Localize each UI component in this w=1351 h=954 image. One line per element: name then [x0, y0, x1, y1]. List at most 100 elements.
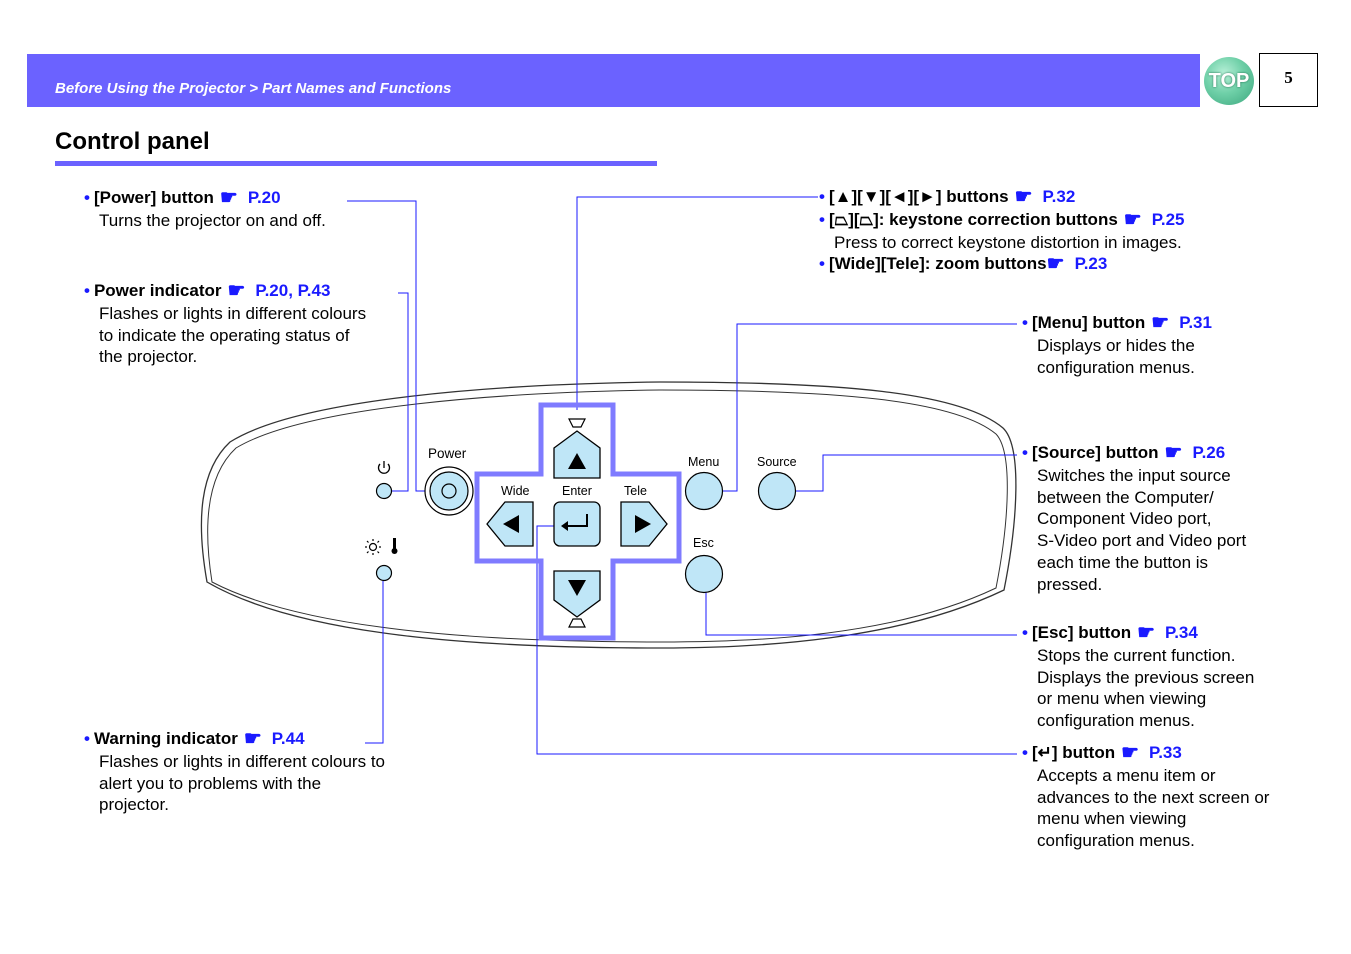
leader-enter-button: [536, 525, 1017, 755]
menu-button-desc-1: configuration menus.: [1037, 357, 1195, 377]
keystone-buttons-ref-link[interactable]: P.25: [1151, 209, 1185, 229]
esc-button-desc-2: or menu when viewing: [1037, 689, 1207, 709]
source-button-desc-4: each time the button is: [1037, 552, 1209, 572]
bullet: •: [1022, 313, 1028, 332]
lamp-warning-icon: [365, 539, 381, 555]
esc-button-item: •[Esc] button ☛ P.34 Stops the current fun…: [1022, 622, 1254, 732]
power-indicator-ref-link[interactable]: P.20, P.43: [255, 281, 331, 300]
panel-body-outline: [200, 381, 1017, 649]
source-button-item: •[Source] button☛P.26 Switches the input…: [1022, 442, 1246, 596]
warning-indicator-desc-2: projector.: [99, 795, 169, 815]
enter-button-desc-1: advances to the next screen or: [1037, 787, 1270, 807]
page-number-box: 5: [1259, 53, 1318, 107]
pointing-hand-icon: ☛: [1014, 186, 1033, 208]
power-symbol-icon: [377, 461, 391, 474]
dpad-highlight-frame: [474, 402, 682, 641]
pointing-hand-icon: ☛: [227, 280, 246, 302]
power-indicator-lamp: [375, 482, 393, 500]
esc-button-ref-link[interactable]: P.34: [1165, 623, 1198, 642]
esc-button: [684, 554, 724, 594]
enter-button-desc-3: configuration menus.: [1037, 831, 1195, 851]
power-button-item: •[Power] button☛P.20 Turns the projector…: [84, 187, 326, 232]
keystone-up-icon: [568, 418, 586, 428]
esc-button-desc-3: configuration menus.: [1037, 711, 1195, 731]
pointing-hand-icon: ☛: [1121, 742, 1140, 764]
leader-arrow-buttons: [576, 196, 818, 410]
bullet: •: [819, 254, 825, 274]
power-button-title: [Power] button: [93, 188, 214, 207]
esc-label: Esc: [693, 536, 714, 550]
breadcrumb: Before Using the Projector > Part Names …: [55, 80, 452, 97]
wide-label: Wide: [501, 484, 530, 498]
enter-button-desc-2: menu when viewing: [1037, 809, 1187, 829]
power-indicator-desc-2: the projector.: [99, 347, 198, 367]
source-button-desc-0: Switches the input source: [1037, 465, 1231, 485]
right-arrow-button: [620, 501, 668, 547]
menu-button-title: [Menu] button: [1031, 313, 1146, 332]
zoom-buttons-ref-link[interactable]: P.23: [1074, 254, 1108, 274]
warning-indicator-title: Warning indicator: [93, 729, 238, 748]
source-button-title: [Source] button: [1031, 443, 1159, 462]
power-button: [429, 471, 469, 511]
enter-button: [553, 501, 601, 547]
arrow-keystone-zoom-group: •[▲][▼][◄][►] buttons☛P.32 •[⏢][⏢]: keys…: [819, 186, 1185, 276]
bullet: •: [84, 188, 90, 207]
leader-source-button: [795, 454, 1017, 492]
menu-button-item: •[Menu] button ☛ P.31 Displays or hides th…: [1022, 312, 1212, 378]
warning-indicator-desc-0: Flashes or lights in different colours t…: [99, 751, 385, 771]
esc-button-desc-1: Displays the previous screen: [1037, 667, 1255, 687]
power-button-ref-link[interactable]: P.20: [247, 188, 281, 207]
panel-body-inner: [207, 389, 1008, 643]
arrow-buttons-ref-link[interactable]: P.32: [1042, 187, 1076, 206]
pointing-hand-icon: ☛: [1046, 253, 1065, 276]
pointing-hand-icon: ☛: [1123, 208, 1142, 231]
keystone-down-icon: [568, 618, 586, 628]
arrow-buttons-title: [▲][▼][◄][►] buttons: [828, 187, 1009, 206]
power-button-center: [441, 483, 457, 499]
esc-button-desc-0: Stops the current function.: [1037, 645, 1236, 665]
section-title: Control panel: [55, 128, 210, 155]
bullet: •: [1022, 623, 1028, 642]
bullet: •: [1022, 743, 1028, 762]
enter-label: Enter: [562, 484, 592, 498]
power-indicator-title: Power indicator: [93, 281, 222, 300]
source-label: Source: [757, 455, 797, 469]
pointing-hand-icon: ☛: [219, 187, 238, 209]
source-button-desc-5: pressed.: [1037, 574, 1103, 594]
bullet: •: [1022, 443, 1028, 462]
zoom-buttons-title: [Wide][Tele]: zoom buttons: [828, 254, 1047, 274]
warning-indicator-lamp: [375, 564, 393, 582]
warning-indicator-item: •Warning indicator ☛ P.44 Flashes or light…: [84, 728, 385, 816]
menu-button-ref-link[interactable]: P.31: [1179, 313, 1212, 332]
source-button: [757, 471, 797, 511]
warning-indicator-desc-1: alert you to problems with the: [99, 773, 322, 793]
power-indicator-item: •Power indicator ☛ P.20, P.43 Flashes or l…: [84, 280, 366, 368]
top-button[interactable]: TOP: [1204, 57, 1254, 105]
header-bar: Before Using the Projector > Part Names …: [27, 54, 1200, 107]
pointing-hand-icon: ☛: [1151, 312, 1170, 334]
menu-label: Menu: [688, 455, 720, 469]
pointing-hand-icon: ☛: [243, 728, 262, 750]
keystone-buttons-title: [⏢][⏢]: keystone correction buttons: [828, 209, 1118, 229]
enter-button-desc-0: Accepts a menu item or: [1037, 765, 1216, 785]
esc-button-title: [Esc] button: [1031, 623, 1132, 642]
page-number: 5: [1284, 68, 1293, 87]
bullet: •: [84, 281, 90, 300]
leader-menu-button: [721, 323, 1017, 492]
title-underline: [55, 161, 657, 166]
keystone-buttons-desc-0: Press to correct keystone distortion in …: [834, 232, 1182, 252]
bullet: •: [84, 729, 90, 748]
menu-button-desc-0: Displays or hides the: [1037, 335, 1195, 355]
warning-indicator-ref-link[interactable]: P.44: [271, 729, 305, 748]
power-indicator-desc-0: Flashes or lights in different colours: [99, 303, 367, 323]
down-arrow-button: [553, 570, 601, 618]
bullet: •: [819, 187, 825, 206]
leader-esc-button: [705, 592, 1017, 636]
menu-button: [684, 471, 724, 511]
source-button-desc-3: S-Video port and Video port: [1037, 531, 1247, 551]
bullet: •: [819, 209, 825, 229]
source-button-ref-link[interactable]: P.26: [1192, 443, 1226, 462]
enter-button-ref-link[interactable]: P.33: [1149, 743, 1182, 762]
pointing-hand-icon: ☛: [1137, 622, 1156, 644]
